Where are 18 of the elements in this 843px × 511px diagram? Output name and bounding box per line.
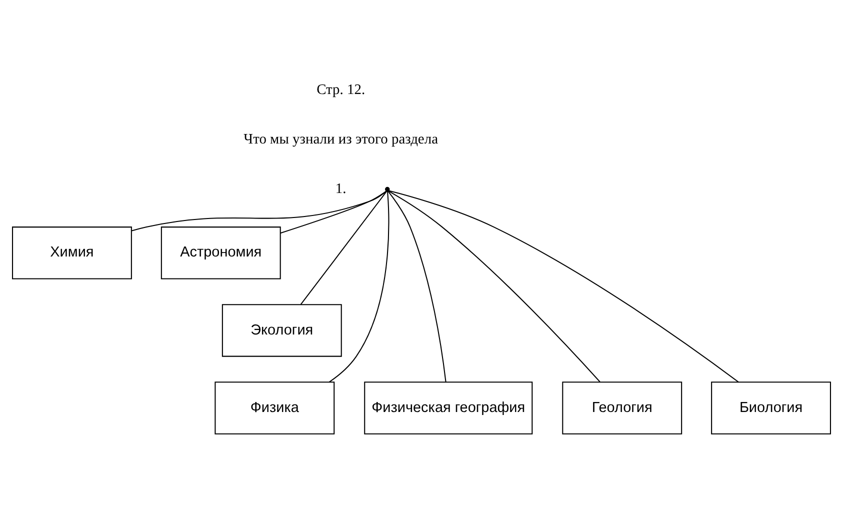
node-point bbox=[385, 186, 390, 192]
label: Что мы узнали из этого раздела bbox=[244, 130, 438, 147]
node-box: Физика bbox=[214, 381, 335, 434]
node-box: Геология bbox=[562, 381, 682, 434]
connector bbox=[328, 190, 390, 382]
node-box: Физическая география bbox=[364, 381, 533, 434]
node-box: Экология bbox=[222, 304, 342, 356]
label: Стр. 12. bbox=[316, 81, 366, 98]
connector bbox=[280, 190, 387, 234]
node-box: Биология bbox=[711, 381, 831, 434]
connector bbox=[388, 190, 739, 382]
connector bbox=[388, 190, 446, 382]
connector bbox=[388, 190, 600, 382]
connector bbox=[300, 190, 388, 304]
node-box: Химия bbox=[12, 226, 132, 279]
connector bbox=[132, 190, 387, 231]
label: 1. bbox=[335, 180, 346, 197]
node-box: Астрономия bbox=[160, 226, 281, 279]
